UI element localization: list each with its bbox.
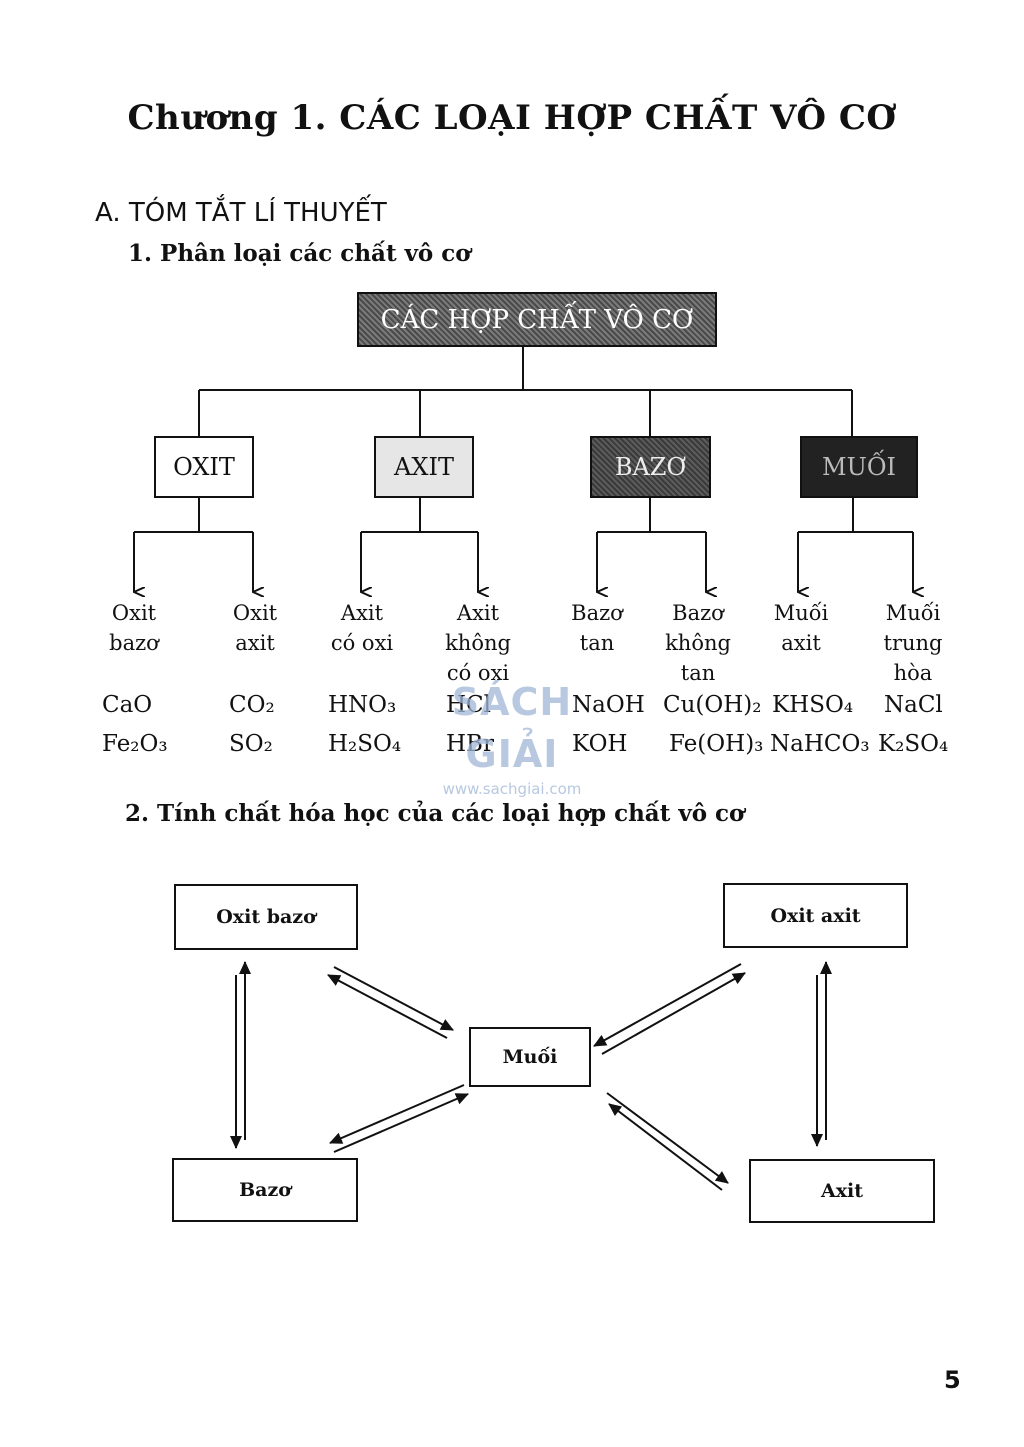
- subtype-label-muoi-axit: Muối axit: [773, 601, 829, 655]
- formula-cu-oh-2: Cu(OH)₂: [663, 692, 762, 718]
- subtype-label-oxit-axit: Oxit axit: [232, 601, 278, 655]
- node-bazo: Bazơ: [172, 1158, 358, 1222]
- formula-h2so4: H₂SO₄: [328, 731, 402, 757]
- formula-nahco3: NaHCO₃: [770, 731, 870, 757]
- formula-fe-oh-3: Fe(OH)₃: [669, 731, 764, 757]
- subtype-label-bazo-khong-tan: Bazơ không tan: [665, 601, 731, 685]
- subtype-label-axit-khong-co-oxi: Axit không có oxi: [445, 601, 511, 685]
- formula-k2so4: K₂SO₄: [878, 731, 949, 757]
- formula-hcl: HCl: [446, 692, 492, 718]
- formula-co2: CO₂: [229, 692, 275, 718]
- category-box-muoi: MUỐI: [800, 436, 918, 498]
- node-muoi: Muối: [469, 1027, 591, 1087]
- watermark-logo: SÁCH GIẢI: [451, 680, 573, 776]
- subsection-2-heading: 2. Tính chất hóa học của các loại hợp ch…: [125, 800, 745, 827]
- subtype-label-oxit-bazo: Oxit bazơ: [109, 601, 159, 655]
- formula-so2: SO₂: [229, 731, 273, 757]
- formula-koh: KOH: [572, 731, 628, 757]
- section-heading: A. TÓM TẮT LÍ THUYẾT: [95, 198, 387, 228]
- formula-naoh: NaOH: [572, 692, 645, 718]
- category-box-bazo: BAZƠ: [590, 436, 711, 498]
- node-oxit-axit: Oxit axit: [723, 883, 908, 948]
- formula-hbr: HBr: [446, 731, 494, 757]
- category-box-axit: AXIT: [374, 436, 474, 498]
- subtype-label-muoi-trung-hoa: Muối trung hòa: [883, 601, 943, 685]
- formula-nacl: NaCl: [884, 692, 943, 718]
- node-axit: Axit: [749, 1159, 935, 1223]
- formula-hno3: HNO₃: [328, 692, 397, 718]
- property-arrows: [230, 961, 832, 1191]
- formula-khso4: KHSO₄: [772, 692, 854, 718]
- watermark-url: www.sachgiai.com: [442, 780, 582, 798]
- formula-fe2o3: Fe₂O₃: [102, 731, 168, 757]
- subtype-label-bazo-tan: Bazơ tan: [571, 601, 623, 655]
- subtype-label-axit-co-oxi: Axit có oxi: [330, 601, 394, 655]
- category-box-oxit: OXIT: [154, 436, 254, 498]
- formula-cao: CaO: [102, 692, 153, 718]
- chapter-title: Chương 1. CÁC LOẠI HỢP CHẤT VÔ CƠ: [127, 98, 897, 138]
- page-number: 5: [944, 1366, 961, 1394]
- subsection-1-heading: 1. Phân loại các chất vô cơ: [128, 240, 471, 267]
- node-oxit-bazo: Oxit bazơ: [174, 884, 358, 950]
- watermark: SÁCH GIẢI www.sachgiai.com: [412, 676, 612, 798]
- root-box-inorganic-compounds: CÁC HỢP CHẤT VÔ CƠ: [357, 292, 717, 347]
